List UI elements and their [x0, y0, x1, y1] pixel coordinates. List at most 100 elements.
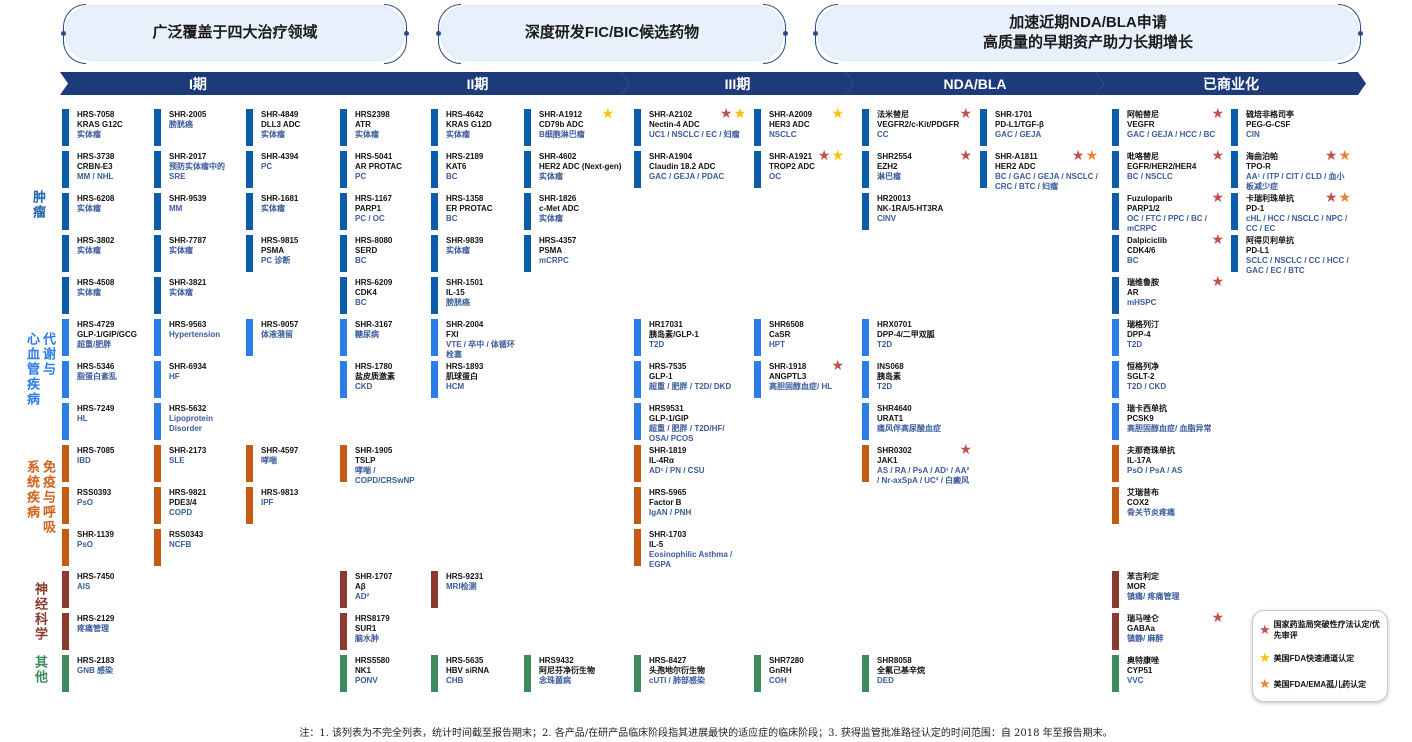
drug-name: SHR-A2102 [649, 110, 693, 119]
drug-indication: 超重/肥胖 [77, 340, 112, 349]
